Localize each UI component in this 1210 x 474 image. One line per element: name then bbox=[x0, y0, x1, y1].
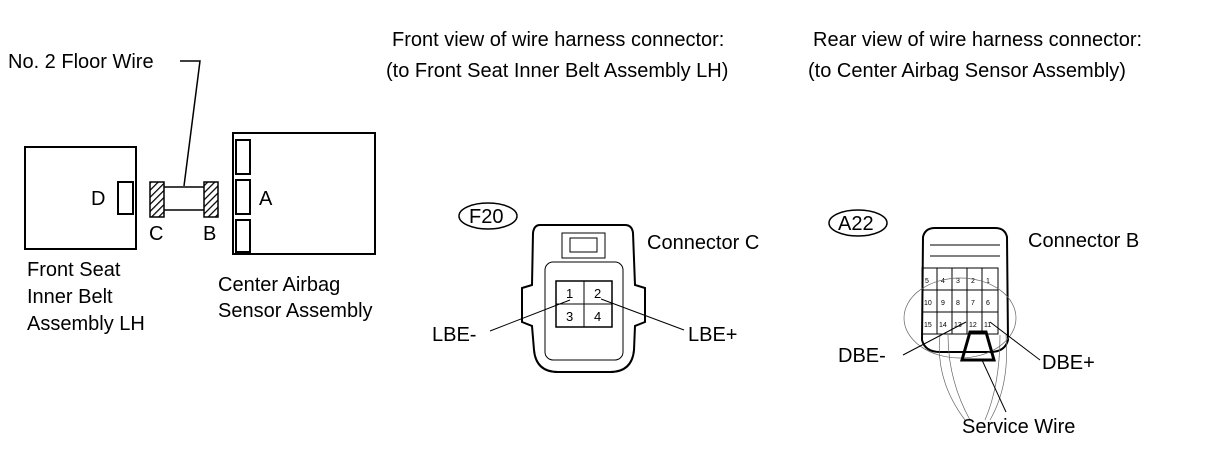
center-airbag-label-line1: Center Airbag bbox=[218, 274, 340, 296]
connector-d-label: D bbox=[91, 188, 105, 210]
connector-b-label: B bbox=[203, 223, 216, 245]
service-wire-loop bbox=[960, 330, 996, 362]
a22-pin-grid bbox=[921, 267, 999, 335]
a22-pin-5: 5 bbox=[925, 278, 929, 285]
a22-pin-7: 7 bbox=[971, 300, 975, 307]
connector-c-f20: F20 1 2 3 4 LBE- LBE+ Connector C bbox=[432, 202, 759, 373]
a22-pin-2: 2 bbox=[971, 278, 975, 285]
connector-c-title: Connector C bbox=[647, 232, 759, 254]
a22-pin-12: 12 bbox=[969, 322, 977, 329]
dbe-minus-leader bbox=[902, 321, 967, 356]
block-diagram: D C B A Front Seat Inner Belt Assembly L… bbox=[24, 60, 376, 335]
floor-wire-leader bbox=[180, 60, 201, 187]
lbe-plus-label: LBE+ bbox=[688, 324, 737, 346]
sensor-socket-1 bbox=[235, 139, 251, 175]
a22-pin-1: 1 bbox=[986, 278, 990, 285]
lbe-minus-label: LBE- bbox=[432, 324, 476, 346]
front-view-caption-line1: Front view of wire harness connector: bbox=[392, 29, 724, 51]
f20-label: F20 bbox=[469, 206, 503, 228]
front-seat-label-line2: Inner Belt bbox=[27, 286, 113, 308]
dbe-minus-label: DBE- bbox=[838, 345, 886, 367]
connector-b-title: Connector B bbox=[1028, 230, 1139, 252]
f20-lock-tab bbox=[561, 232, 606, 259]
a22-pin-4: 4 bbox=[941, 278, 945, 285]
dbe-plus-label: DBE+ bbox=[1042, 352, 1095, 374]
a22-pin-14: 14 bbox=[939, 322, 947, 329]
f20-badge bbox=[458, 202, 518, 230]
f20-pin-3: 3 bbox=[566, 309, 573, 324]
sensor-socket-2 bbox=[235, 179, 251, 215]
connector-d-socket bbox=[117, 181, 134, 215]
a22-pin-15: 15 bbox=[924, 322, 932, 329]
a22-pin-6: 6 bbox=[986, 300, 990, 307]
connector-a-label: A bbox=[259, 188, 273, 210]
center-airbag-label-line2: Sensor Assembly bbox=[218, 300, 373, 322]
service-wire-label: Service Wire bbox=[962, 416, 1075, 438]
rear-view-caption-line1: Rear view of wire harness connector: bbox=[813, 29, 1142, 51]
lbe-plus-leader bbox=[600, 298, 685, 331]
a22-pin-3: 3 bbox=[956, 278, 960, 285]
sensor-socket-3 bbox=[235, 219, 251, 253]
connector-c-label: C bbox=[149, 223, 163, 245]
a22-pin-8: 8 bbox=[956, 300, 960, 307]
center-airbag-sensor-box bbox=[232, 132, 376, 255]
harness-connector-b bbox=[203, 181, 219, 218]
f20-lock-tab-inner bbox=[569, 237, 598, 253]
f20-inner-frame bbox=[544, 261, 624, 361]
front-seat-label-line3: Assembly LH bbox=[27, 313, 145, 335]
a22-pin-10: 10 bbox=[924, 300, 932, 307]
a22-label: A22 bbox=[838, 213, 874, 235]
service-wire-strands bbox=[939, 334, 1007, 421]
front-view-caption-line2: (to Front Seat Inner Belt Assembly LH) bbox=[386, 60, 728, 82]
dbe-plus-leader bbox=[989, 321, 1041, 361]
service-wire-leader bbox=[981, 359, 1007, 413]
rear-view-caption-line2: (to Center Airbag Sensor Assembly) bbox=[808, 60, 1126, 82]
f20-pin-4: 4 bbox=[594, 309, 601, 324]
a22-pin-13: 13 bbox=[954, 322, 962, 329]
f20-pin-1: 1 bbox=[566, 286, 573, 301]
connector-b-a22: A22 Connector B 5 4 3 2 1 10 9 8 7 6 15 … bbox=[828, 209, 1139, 438]
harness-connector-c bbox=[149, 181, 165, 218]
floor-wire-label: No. 2 Floor Wire bbox=[8, 51, 154, 73]
a22-badge bbox=[828, 209, 888, 237]
front-seat-label-line1: Front Seat bbox=[27, 259, 121, 281]
f20-pin-2: 2 bbox=[594, 286, 601, 301]
lbe-minus-leader bbox=[489, 299, 571, 332]
a22-pin-9: 9 bbox=[941, 300, 945, 307]
a22-pin-11: 11 bbox=[984, 322, 991, 329]
a22-probe-circle bbox=[903, 277, 1017, 359]
